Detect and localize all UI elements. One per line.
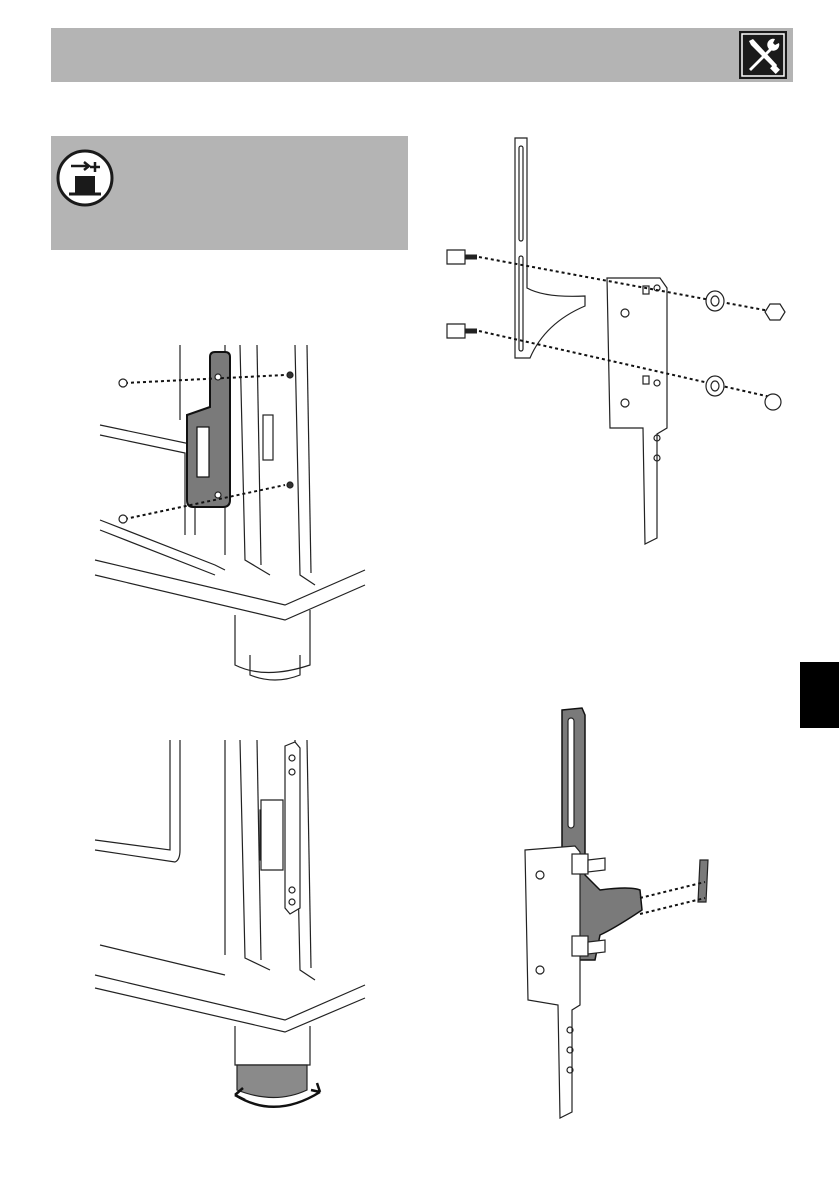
section-tab	[800, 662, 839, 728]
header-bar	[51, 28, 793, 82]
figure-bracket-exploded	[435, 128, 795, 548]
figure-bracket-on-cabinet	[85, 335, 385, 690]
figure-adjustable-foot	[85, 730, 385, 1115]
tools-icon	[739, 31, 787, 79]
installer-icon	[55, 148, 115, 208]
installer-notice-box	[51, 136, 408, 250]
figure-bracket-assembled	[500, 700, 740, 1120]
